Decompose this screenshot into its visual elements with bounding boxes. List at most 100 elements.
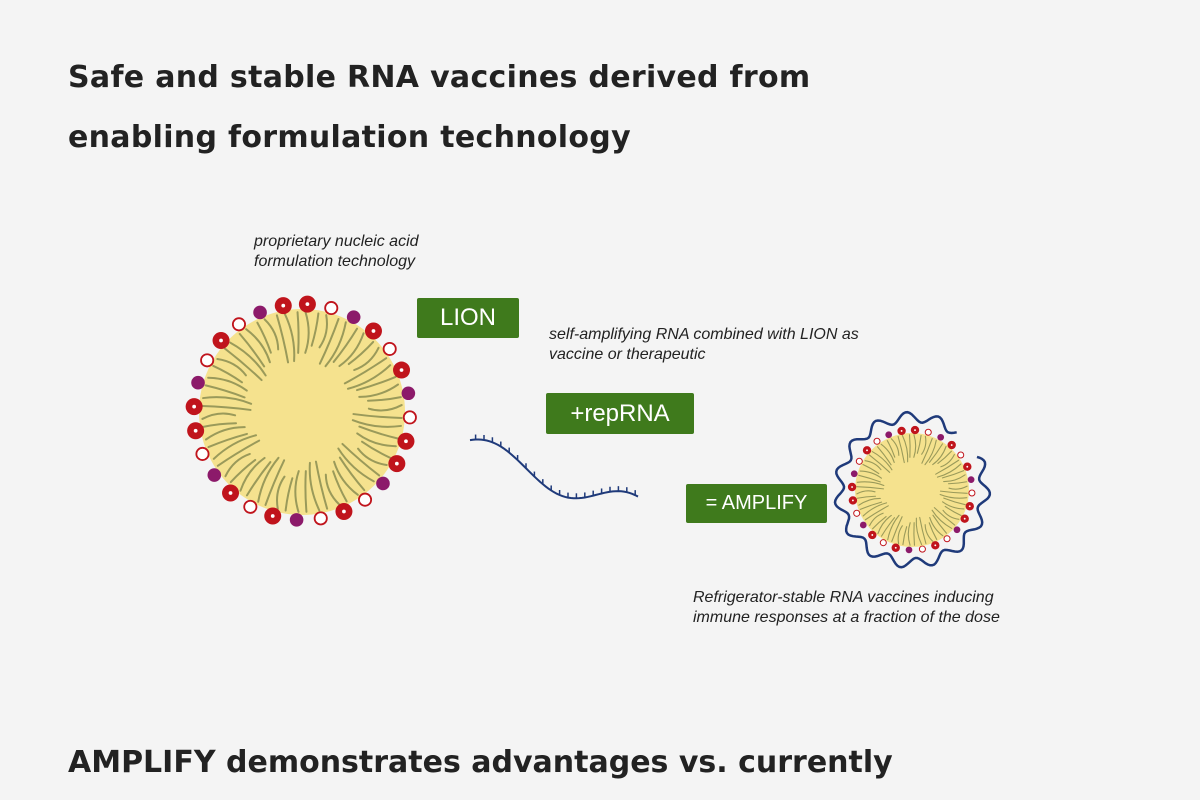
plus-mark [394, 461, 399, 466]
lipid-tail [216, 358, 247, 377]
helper-lipid-head [905, 546, 913, 554]
helper-lipid-head [967, 476, 975, 483]
lipid-tail [942, 509, 960, 520]
lipid-tail [341, 442, 381, 477]
lipid-tail [856, 495, 877, 499]
lipid-tail [358, 383, 400, 398]
lipid-tail [939, 493, 968, 499]
lipid-tail [264, 459, 286, 506]
lipid-tail [257, 456, 280, 503]
lipid-tail [862, 502, 888, 517]
lipid-tail [913, 434, 917, 458]
reprna-caption: self-amplifying RNA combined with LION a… [549, 326, 859, 363]
helper-lipid-head [401, 386, 416, 401]
lipid-tail [864, 505, 889, 521]
lipid-tail [284, 477, 294, 512]
lipid-tail [324, 321, 347, 368]
lipid-tail [856, 486, 885, 490]
lipid-tail [862, 463, 880, 475]
plus-mark [866, 449, 868, 452]
lipid-tail [897, 525, 903, 545]
helper-lipid-head [859, 521, 867, 529]
lipid-tail [876, 446, 892, 466]
neutral-lipid-head [243, 499, 258, 514]
lipid-tail [356, 432, 397, 448]
plus-mark [934, 544, 937, 547]
lipid-tail [931, 509, 953, 529]
lipid-tail [212, 364, 243, 384]
lipid-tail [224, 452, 251, 478]
lipid-tail [294, 470, 300, 513]
plus-mark [894, 546, 897, 549]
lipid-tail [940, 453, 955, 468]
lipid-tail [871, 451, 893, 471]
plus-mark [404, 439, 408, 444]
plus-mark [270, 514, 275, 518]
lipid-tail [337, 447, 375, 483]
lipid-tail [212, 434, 258, 460]
plus-mark [228, 491, 233, 495]
lipid-tail [890, 438, 900, 456]
lipid-tail [868, 454, 891, 473]
lipid-tail [942, 501, 965, 510]
helper-lipid-head [937, 433, 945, 441]
lipid-tail [347, 340, 375, 366]
lipid-tail [304, 470, 308, 513]
lipid-tail [201, 412, 237, 420]
lipid-tail [332, 470, 348, 503]
section-heading: AMPLIFY demonstrates advantages vs. curr… [68, 745, 893, 780]
lipid-tail [858, 474, 881, 483]
reprna-label: +repRNA [546, 393, 694, 434]
lipid-tail [310, 312, 320, 347]
lipid-tail [921, 435, 927, 455]
lipid-tail [908, 434, 911, 458]
lipid-tail [932, 514, 948, 534]
lion-label: LION [417, 298, 519, 338]
lipid-tail [872, 515, 887, 530]
plus-mark [851, 499, 854, 502]
helper-lipid-head [850, 470, 858, 478]
neutral-lipid-head [358, 492, 373, 507]
helper-lipid-head [191, 375, 205, 390]
lipid-tail [921, 437, 933, 464]
lipid-tail [859, 470, 882, 479]
lipid-tail [332, 327, 359, 363]
helper-lipid-head [953, 526, 961, 534]
plus-mark [968, 505, 971, 508]
lipid-tail [238, 332, 266, 368]
lipid-tail [859, 501, 883, 510]
lipid-tail [880, 517, 896, 537]
lipid-tail [351, 419, 402, 428]
lipid-tail [353, 346, 380, 372]
lipid-tail [245, 328, 271, 364]
lipid-tail [897, 435, 905, 464]
page-title: Safe and stable RNA vaccines derived fro… [68, 60, 811, 155]
neutral-lipid-head [968, 489, 976, 497]
lipid-tail [886, 439, 896, 458]
particle-core [199, 309, 405, 515]
lipid-tail [202, 422, 238, 428]
lipid-tail [239, 456, 266, 492]
lipid-tail [924, 524, 934, 542]
lipid-tail [937, 450, 952, 465]
lipid-tail [947, 481, 968, 485]
lipid-tail [201, 405, 252, 411]
lipid-tail [358, 425, 400, 440]
lipid-tail [308, 461, 321, 512]
neutral-lipid-head [200, 353, 215, 368]
lipid-tail [929, 516, 944, 537]
lipid-tail [919, 516, 927, 545]
neutral-lipid-head [924, 428, 932, 436]
lipid-tail [858, 497, 881, 506]
lipid-tail [207, 376, 248, 392]
lipid-tail [202, 396, 253, 405]
plus-mark [963, 517, 966, 520]
helper-lipid-head [376, 476, 390, 491]
lipid-tail [939, 490, 968, 494]
lipid-tail [944, 505, 962, 517]
lipid-tail [877, 514, 892, 535]
lipid-tail [357, 447, 388, 466]
rna-backbone [469, 438, 639, 500]
lipid-tail [276, 475, 286, 510]
